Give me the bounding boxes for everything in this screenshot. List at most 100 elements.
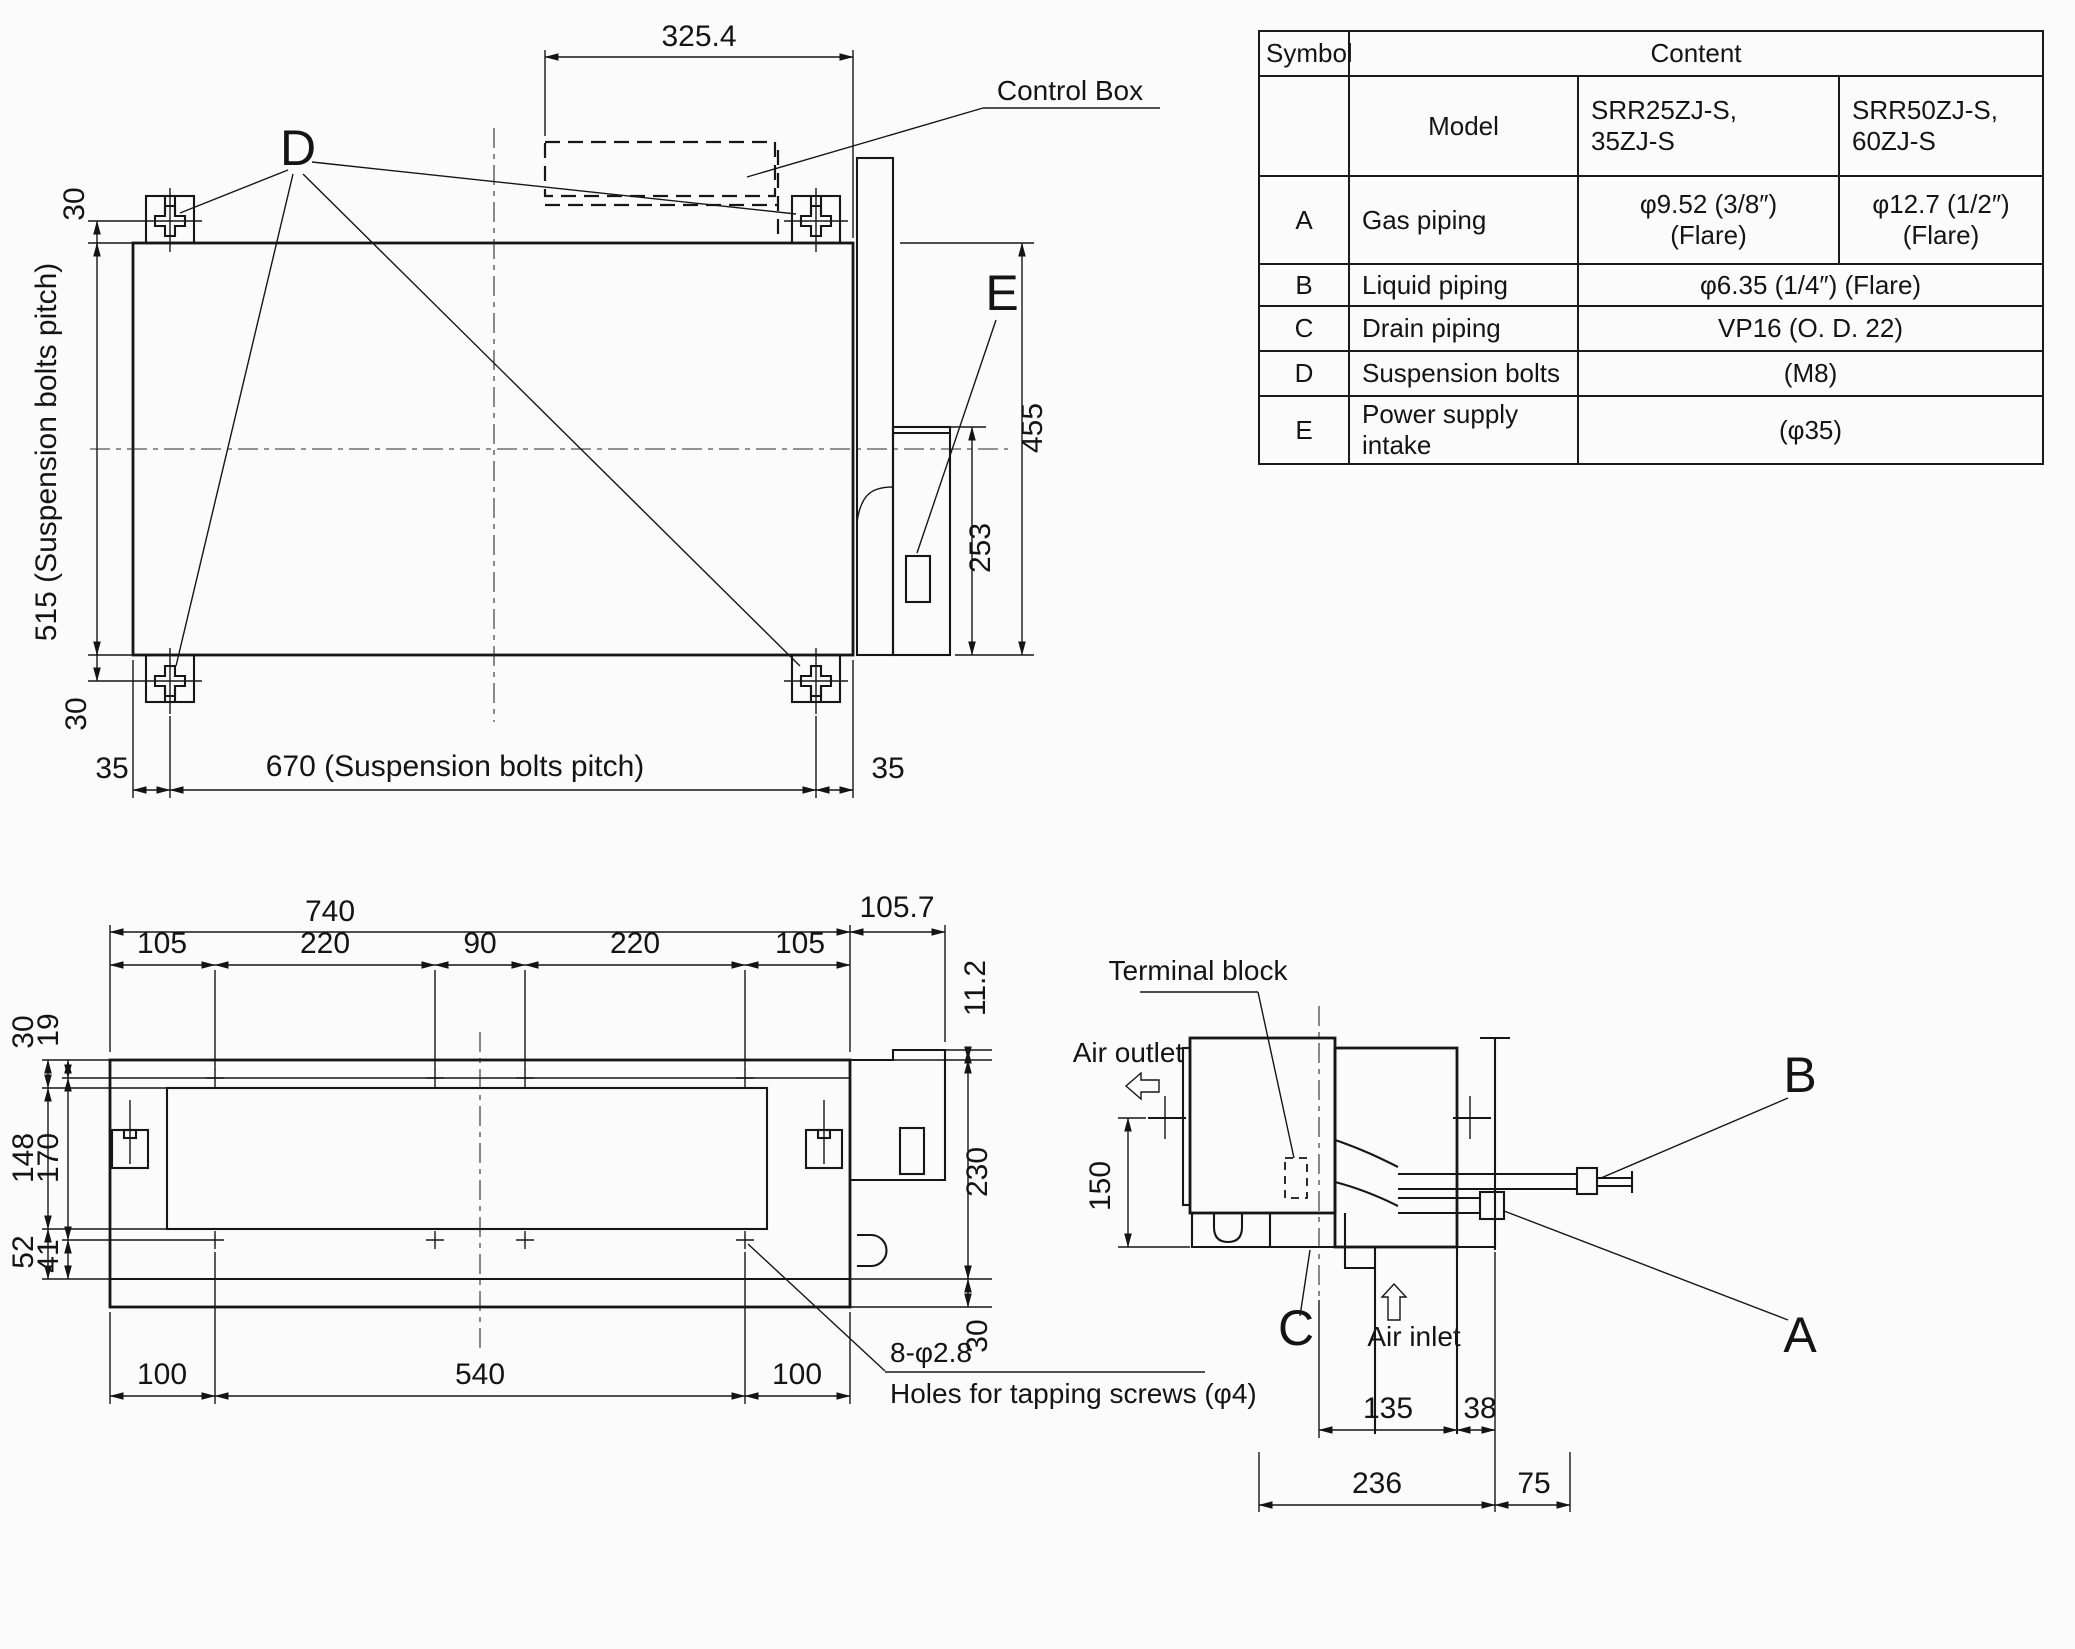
front-drain-stub [857, 1233, 888, 1268]
seg-220-left: 220 [300, 927, 350, 960]
dim-30-right: 30 [961, 1319, 994, 1352]
note-hole-count: 8-φ2.8 [890, 1337, 972, 1368]
seg-220-right: 220 [610, 927, 660, 960]
seg-105-right: 105 [775, 927, 825, 960]
dim-670: 670 (Suspension bolts pitch) [266, 750, 645, 783]
front-flange-step [850, 1048, 947, 1182]
front-flange-slot [898, 1126, 926, 1176]
dim-35-left: 35 [95, 752, 128, 785]
dim-30-top: 30 [58, 187, 91, 220]
bolt-bracket-top-left [138, 188, 202, 252]
power-intake-slot [904, 554, 932, 604]
dim-135: 135 [1363, 1392, 1413, 1425]
table-model-row: Model SRR25ZJ-S, 35ZJ-S SRR50ZJ-S, 60ZJ-… [1258, 75, 2045, 177]
sym-d: D [1258, 350, 1350, 397]
model-large-cell: SRR50ZJ-S, 60ZJ-S [1837, 75, 2045, 177]
dim-105-7: 105.7 [859, 891, 934, 924]
a-leader [1503, 1210, 1789, 1321]
table-header-row: Symbol Content [1258, 30, 2045, 77]
d-leader-2 [311, 161, 797, 215]
bolt-bracket-bottom-left [138, 648, 202, 714]
note-leader [747, 1243, 886, 1372]
label-gas-piping: Gas piping [1348, 175, 1579, 265]
front-bracket-right [804, 1100, 844, 1170]
dim-41: 41 [32, 1239, 65, 1272]
power-intake-box [891, 425, 952, 657]
label-suspension-bolts: Suspension bolts [1348, 350, 1579, 397]
sym-b: B [1258, 263, 1350, 307]
control-box-hidden [543, 140, 777, 198]
top-view: D E Control Box 325.4 30 515 (Suspension… [30, 20, 1160, 798]
seg-105-left: 105 [137, 927, 187, 960]
label-a: A [1783, 1307, 1817, 1363]
label-liquid-piping: Liquid piping [1348, 263, 1579, 307]
table-row-gas: A Gas piping φ9.52 (3/8″) (Flare) φ12.7 … [1258, 175, 2045, 265]
air-outlet-arrow-icon [1124, 1071, 1160, 1101]
table-row-power: E Power supply intake (φ35) [1258, 395, 2045, 465]
dim-236: 236 [1352, 1467, 1402, 1500]
table-row-liquid: B Liquid piping φ6.35 (1/4″) (Flare) [1258, 263, 2045, 307]
dim-150: 150 [1084, 1161, 1117, 1211]
terminal-block-label: Terminal block [1109, 955, 1289, 986]
label-e: E [985, 265, 1018, 321]
power-value: (φ35) [1576, 395, 2045, 465]
side-rear-block [1333, 1046, 1459, 1249]
dim-35-right: 35 [871, 752, 904, 785]
side-bolt-right [1453, 1096, 1491, 1139]
note-hole-desc: Holes for tapping screws (φ4) [890, 1378, 1257, 1409]
d-leader-3 [175, 173, 294, 667]
front-bracket-left [110, 1100, 150, 1170]
e-leader [916, 319, 997, 554]
dim-75: 75 [1517, 1467, 1550, 1500]
b-leader [1600, 1097, 1789, 1179]
gas-value-small: φ9.52 (3/8″) (Flare) [1577, 175, 1840, 265]
bolt-bracket-bottom-right [784, 648, 848, 714]
drain-value: VP16 (O. D. 22) [1576, 305, 2045, 352]
dim-515: 515 (Suspension bolts pitch) [30, 263, 63, 642]
d-leader-1 [179, 169, 289, 214]
header-content: Content [1347, 30, 2045, 77]
label-drain-piping: Drain piping [1348, 305, 1579, 352]
air-inlet-arrow-icon [1380, 1282, 1408, 1321]
dim-230: 230 [961, 1147, 994, 1197]
bolts-value: (M8) [1576, 350, 2045, 397]
control-box-leader [746, 107, 984, 178]
seg-90: 90 [463, 927, 496, 960]
dim-100-right: 100 [772, 1358, 822, 1391]
dim-148: 148 [7, 1133, 40, 1183]
sym-a: A [1258, 175, 1350, 265]
flange-arc [856, 486, 894, 523]
air-outlet-label: Air outlet [1073, 1037, 1184, 1068]
label-power-supply: Power supply intake [1348, 395, 1579, 465]
dim-170: 170 [32, 1133, 65, 1183]
c-leader [1299, 1249, 1311, 1317]
dim-253: 253 [964, 523, 997, 573]
dim-30: 30 [7, 1015, 40, 1048]
front-view: 740 105.7 105 220 90 220 105 30 19 148 1… [7, 891, 1257, 1409]
side-front-panel [1181, 1046, 1192, 1207]
bolt-bracket-top-right [784, 188, 848, 252]
refrigerant-pipes [1334, 1139, 1634, 1221]
side-bottom-tray [1190, 1213, 1347, 1249]
dim-30-bottom: 30 [60, 697, 93, 730]
table-row-bolts: D Suspension bolts (M8) [1258, 350, 2045, 397]
dim-740: 740 [305, 895, 355, 928]
dim-540: 540 [455, 1358, 505, 1391]
dim-19: 19 [32, 1013, 65, 1046]
dim-38: 38 [1463, 1392, 1496, 1425]
terminal-block-box [1284, 1157, 1308, 1199]
dim-100-left: 100 [137, 1358, 187, 1391]
side-flange [855, 156, 895, 657]
side-view: Terminal block Air outlet Air inlet B A … [1073, 955, 1817, 1512]
model-label-cell: Model [1348, 75, 1579, 177]
table-row-drain: C Drain piping VP16 (O. D. 22) [1258, 305, 2045, 352]
side-unit-body [1188, 1036, 1337, 1215]
side-drain-pan [1212, 1213, 1244, 1244]
label-b: B [1783, 1047, 1816, 1103]
label-d: D [280, 120, 316, 176]
dim-325-4: 325.4 [661, 20, 736, 53]
terminal-leader [1257, 991, 1295, 1159]
liquid-value: φ6.35 (1/4″) (Flare) [1576, 263, 2045, 307]
control-box-label: Control Box [997, 75, 1143, 106]
